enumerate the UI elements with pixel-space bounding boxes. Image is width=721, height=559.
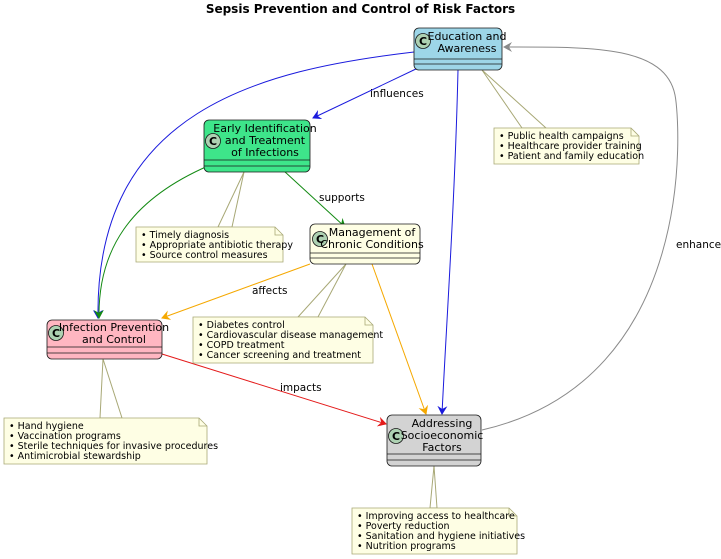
connector-infection-note xyxy=(99,358,123,419)
node-label-line: Factors xyxy=(422,441,462,454)
class-icon: C xyxy=(48,325,64,341)
note-line: • Vaccination programs xyxy=(9,431,121,442)
svg-text:C: C xyxy=(52,327,60,340)
edge-management-infection xyxy=(161,263,311,320)
edge-label-impacts: impacts xyxy=(280,382,322,394)
node-addressing-socioeconomic-factors[interactable]: C Addressing Socioeconomic Factors xyxy=(386,414,484,467)
node-label-line: of Infections xyxy=(231,146,299,159)
node-label-line: Management of xyxy=(329,226,417,239)
note-addressing: • Improving access to healthcare • Pover… xyxy=(351,507,525,555)
note-line: • Sanitation and hygiene initiatives xyxy=(357,531,525,542)
note-line: • COPD treatment xyxy=(198,340,285,351)
node-label-line: Addressing xyxy=(412,417,473,430)
note-line: • Timely diagnosis xyxy=(141,230,229,241)
class-icon: C xyxy=(205,133,221,149)
svg-text:C: C xyxy=(209,135,217,148)
connector-management-note xyxy=(296,263,347,318)
note-infection: • Hand hygiene • Vaccination programs • … xyxy=(3,417,218,465)
node-label-line: and Treatment xyxy=(225,134,306,147)
node-infection-prevention-control[interactable]: C Infection Prevention and Control xyxy=(46,319,169,360)
note-line: • Cancer screening and treatment xyxy=(198,350,361,361)
connector-addressing-note xyxy=(429,465,438,509)
note-line: • Poverty reduction xyxy=(357,521,450,532)
note-line: • Source control measures xyxy=(141,250,268,261)
note-line: • Cardiovascular disease management xyxy=(198,330,383,341)
node-education-awareness[interactable]: C Education and Awareness xyxy=(413,27,507,71)
edge-management-addressing xyxy=(371,263,428,415)
node-management-chronic-conditions[interactable]: C Management of Chronic Conditions xyxy=(309,223,424,265)
note-line: • Sterile techniques for invasive proced… xyxy=(9,441,218,452)
connector-education-note xyxy=(481,69,548,129)
edge-label-influences: influences xyxy=(370,88,424,100)
note-early: • Timely diagnosis • Appropriate antibio… xyxy=(135,226,293,263)
edge-addressing-education xyxy=(481,41,679,431)
edge-infection-addressing xyxy=(161,353,387,427)
class-icon: C xyxy=(312,231,328,247)
note-line: • Appropriate antibiotic therapy xyxy=(141,240,293,251)
edge-education-infection xyxy=(92,51,415,319)
edge-label-affects: affects xyxy=(252,285,288,297)
note-line: • Public health campaigns xyxy=(499,131,624,142)
connector-early-note xyxy=(217,171,245,228)
edge-early-management xyxy=(283,170,346,228)
note-education: • Public health campaigns • Healthcare p… xyxy=(493,127,644,165)
node-label-line: Education and xyxy=(428,30,507,43)
diagram-title: Sepsis Prevention and Control of Risk Fa… xyxy=(205,2,516,16)
class-icon: C xyxy=(388,428,404,444)
note-line: • Healthcare provider training xyxy=(499,141,642,152)
node-early-identification[interactable]: C Early Identification and Treatment of … xyxy=(203,119,317,173)
node-label-line: Awareness xyxy=(437,42,496,55)
edge-education-addressing xyxy=(437,69,459,415)
node-label-line: Early Identification xyxy=(213,122,316,135)
note-line: • Diabetes control xyxy=(198,320,285,331)
note-line: • Hand hygiene xyxy=(9,421,84,432)
node-label-line: Chronic Conditions xyxy=(320,238,424,251)
edges xyxy=(92,41,679,431)
edge-early-infection xyxy=(93,165,209,319)
node-label-line: Socioeconomic xyxy=(401,429,484,442)
edge-label-enhances: enhances xyxy=(676,239,721,251)
svg-text:C: C xyxy=(392,430,400,443)
note-line: • Antimicrobial stewardship xyxy=(9,451,141,462)
edge-education-early xyxy=(312,67,419,120)
note-line: • Patient and family education xyxy=(499,151,644,162)
svg-text:C: C xyxy=(419,35,427,48)
node-label-line: Infection Prevention xyxy=(59,321,169,334)
note-line: • Improving access to healthcare xyxy=(357,511,515,522)
note-line: • Nutrition programs xyxy=(357,541,456,552)
class-icon: C xyxy=(415,33,431,49)
svg-text:C: C xyxy=(316,233,324,246)
edge-label-supports: supports xyxy=(319,192,365,204)
node-label-line: and Control xyxy=(82,333,146,346)
note-management: • Diabetes control • Cardiovascular dise… xyxy=(192,316,383,364)
